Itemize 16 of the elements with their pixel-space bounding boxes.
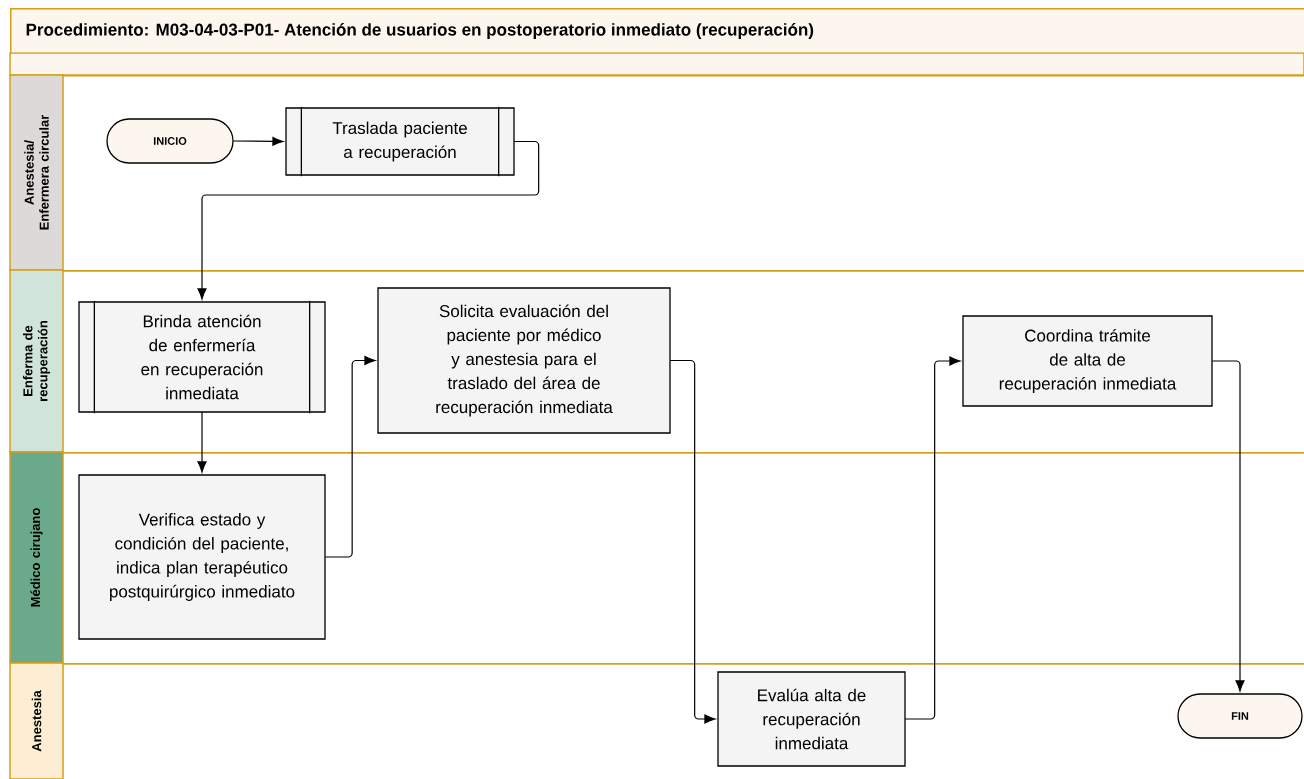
title: Procedimiento: M03-04-03-P01- Atención de usuarios en postoperatorio inmediato (recuperación) [26,23,814,39]
terminator: FIN [1177,693,1303,739]
arrow [197,412,207,473]
arrow [233,136,284,146]
arrow [197,140,540,300]
process-box: Evalúa alta de recuperación inmediata [717,671,906,767]
subprocess-box: Brinda atención de enfermería en recuperación inmediata [78,300,326,414]
process-box: Coordina trámite de alta de recuperación inmediata [962,315,1213,407]
process-box: Verifica estado y condición del paciente, indica plan terapéutico postquirúrgico inmediato [78,474,326,640]
arrow [325,355,376,558]
process-box: Solicita evaluación del paciente por médico y anestesia para el traslado del área de recuperación inmediata [377,287,671,434]
terminator: INICIO [106,118,234,164]
arrow [670,359,716,724]
arrow [1212,360,1245,692]
subprocess-box: Traslada paciente a recuperación [285,106,515,177]
arrow [905,356,961,720]
